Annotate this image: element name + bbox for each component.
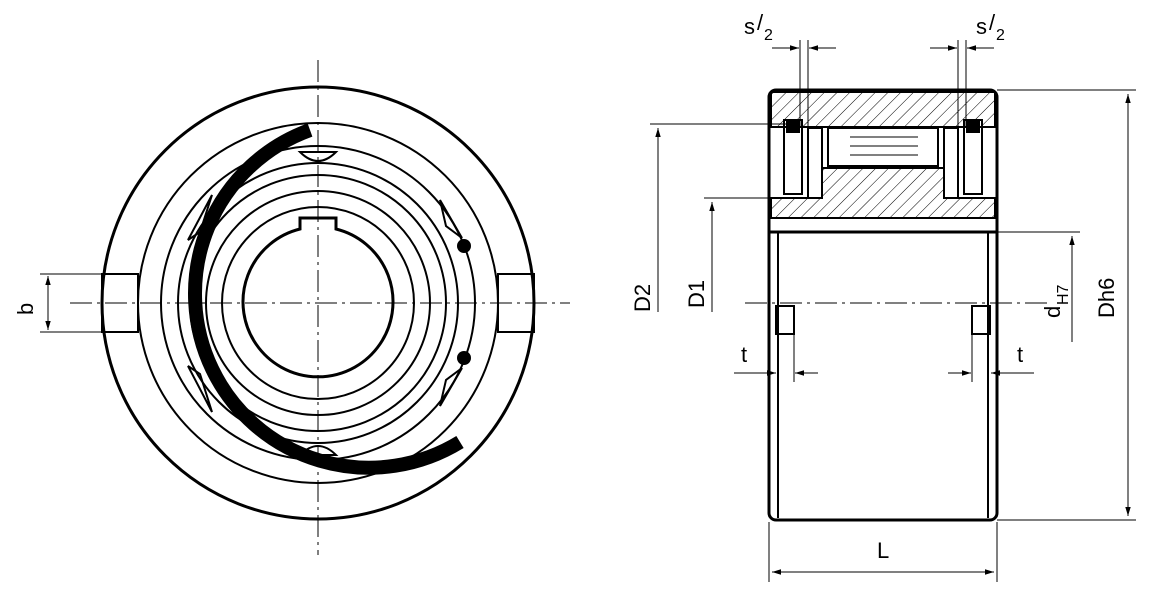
label-L: L [877, 538, 889, 563]
label-Dh6: Dh6 [1094, 278, 1119, 318]
side-view [650, 40, 1136, 582]
sprag-lower-right [439, 367, 463, 407]
cage-inner [177, 162, 459, 444]
seal-left [783, 119, 803, 195]
keyway-right [971, 305, 991, 335]
inner-race-bore-chamfer [221, 206, 415, 400]
label-D1: D1 [684, 280, 709, 308]
front-view [40, 60, 570, 555]
svg-text:d: d [1040, 306, 1065, 318]
outer-shell [767, 88, 999, 522]
label-s2-right: s / 2 [976, 10, 1005, 44]
svg-text:/: / [989, 10, 996, 35]
sprag-upper-left [187, 194, 213, 241]
sprag-bottom [297, 445, 339, 456]
svg-text:H7: H7 [1055, 284, 1072, 305]
seal-right [963, 119, 983, 195]
label-t-right: t [1017, 342, 1023, 367]
bore-keyway [241, 216, 395, 379]
outer-ring-section [770, 91, 996, 128]
cage-outer [160, 145, 476, 461]
spring-upper [457, 239, 471, 253]
spring-lower [457, 351, 471, 365]
label-s2-left: s / 2 [744, 10, 773, 44]
label-b: b [13, 303, 38, 315]
svg-text:s: s [976, 14, 987, 39]
seal-lip-left [786, 121, 800, 133]
inner-ring-section [770, 167, 996, 219]
sprag-lower-left [187, 365, 213, 413]
svg-text:/: / [757, 10, 764, 35]
keyway-left [775, 305, 795, 335]
sprag-top [297, 151, 339, 162]
inner-race-step [205, 190, 431, 416]
seal-lip-right [966, 121, 980, 133]
cage-band [188, 123, 464, 475]
bearing-left [807, 127, 823, 199]
label-dH7: d H7 [1040, 284, 1072, 318]
bearing-right [943, 127, 959, 199]
svg-text:s: s [744, 14, 755, 39]
sprag-upper-right [439, 199, 463, 239]
label-t-left: t [741, 342, 747, 367]
label-D2: D2 [630, 284, 655, 312]
sprag-cage [827, 127, 939, 167]
key-slot-right [497, 273, 535, 333]
svg-text:2: 2 [996, 27, 1005, 44]
inner-race-outer [189, 174, 447, 432]
svg-text:2: 2 [764, 27, 773, 44]
